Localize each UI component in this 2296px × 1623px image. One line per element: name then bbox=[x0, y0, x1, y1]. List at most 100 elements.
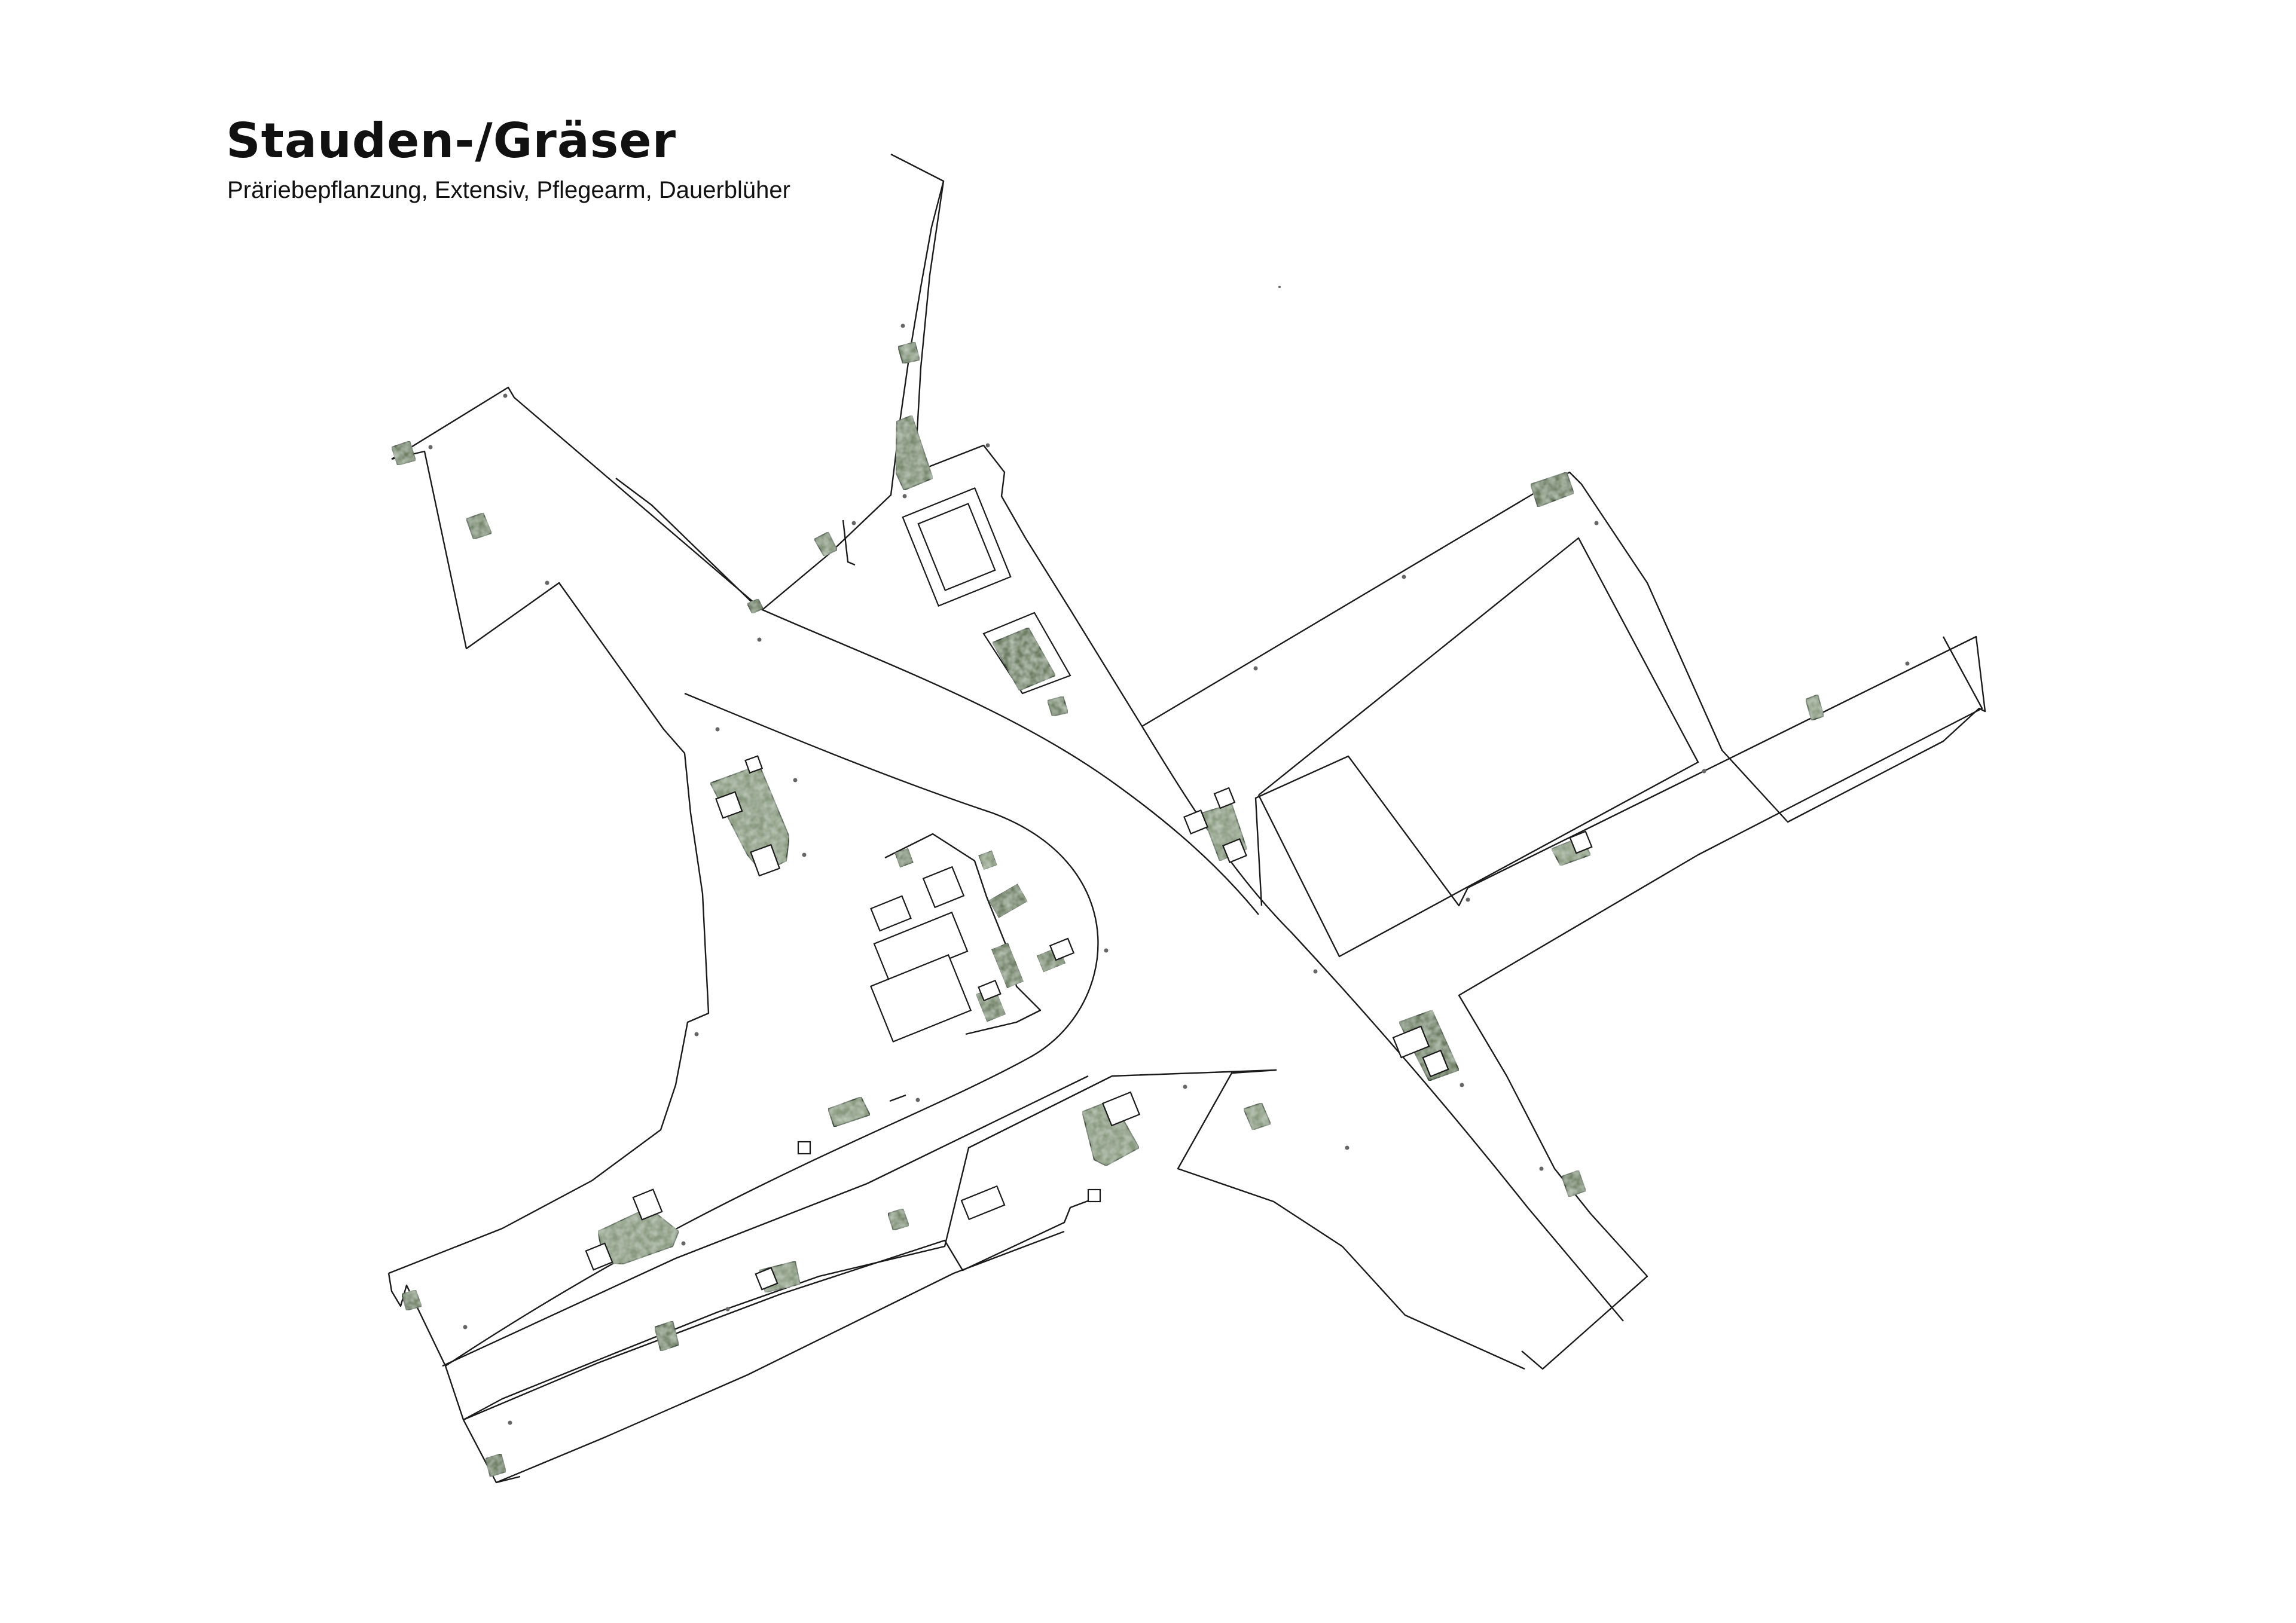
survey-point bbox=[503, 393, 508, 398]
survey-point bbox=[900, 323, 905, 328]
survey-point bbox=[715, 727, 720, 732]
west-building-annex-3 bbox=[744, 755, 764, 774]
north-features bbox=[746, 341, 1071, 717]
east-arm-outline bbox=[1458, 636, 1983, 1370]
south-road-south-edge bbox=[463, 1069, 1277, 1421]
survey-point bbox=[902, 494, 907, 499]
planting-central-2 bbox=[977, 849, 999, 871]
planting-central-3 bbox=[987, 882, 1029, 919]
planting-north-lane-1 bbox=[897, 341, 921, 365]
south-box-small-2 bbox=[1087, 1188, 1101, 1203]
northeast-arm-outline bbox=[1141, 471, 1986, 907]
west-building-annex-1 bbox=[750, 843, 781, 877]
east-features bbox=[1183, 471, 1825, 1198]
north-courtyard-inner bbox=[917, 503, 996, 591]
planting-nw-corner bbox=[390, 440, 417, 466]
southwest-bottom-edge bbox=[496, 1230, 1065, 1484]
planting-south-4 bbox=[887, 1208, 910, 1231]
south-annex-2 bbox=[632, 1188, 663, 1221]
survey-point bbox=[428, 445, 433, 450]
north-lane-outline-east bbox=[914, 181, 1143, 727]
survey-point bbox=[1465, 897, 1470, 902]
survey-point bbox=[1345, 1145, 1349, 1150]
central-road-inner-edge bbox=[1141, 726, 1624, 1322]
planting-east-4 bbox=[1561, 1169, 1587, 1198]
survey-point bbox=[725, 1307, 730, 1312]
junction-annex-2 bbox=[1213, 787, 1236, 809]
central-road-south-curve bbox=[445, 692, 1099, 1367]
survey-point bbox=[1183, 1084, 1187, 1089]
survey-point bbox=[793, 778, 798, 783]
map-title: Stauden-/Gräser bbox=[226, 113, 677, 169]
survey-point bbox=[681, 1241, 686, 1246]
street-outlines bbox=[387, 153, 1986, 1484]
planting-north-triangle bbox=[894, 414, 934, 491]
east-annex-1 bbox=[1569, 830, 1593, 854]
survey-point bbox=[508, 1420, 512, 1425]
survey-point bbox=[1539, 1166, 1544, 1171]
central-annex-2 bbox=[978, 979, 1002, 1002]
north-lane-outline bbox=[615, 153, 945, 611]
planting-south-2 bbox=[1242, 1102, 1272, 1131]
central-block-features bbox=[869, 833, 1075, 1043]
survey-point bbox=[1402, 574, 1406, 579]
northwest-features bbox=[390, 440, 493, 540]
southwest-lower-edge bbox=[463, 1197, 1095, 1421]
survey-point bbox=[1253, 666, 1258, 671]
south-annex-1 bbox=[1101, 1091, 1141, 1127]
planting-central-4 bbox=[990, 942, 1025, 989]
south-annex-3 bbox=[585, 1242, 613, 1271]
planting-south-7 bbox=[654, 1320, 680, 1352]
map-subtitle: Präriebepflanzung, Extensiv, Pflegearm, … bbox=[227, 177, 790, 203]
central-building-2 bbox=[869, 953, 972, 1043]
south-features bbox=[401, 1091, 1272, 1478]
survey-point bbox=[1702, 769, 1706, 774]
survey-point bbox=[463, 1325, 468, 1329]
south-annex-4 bbox=[755, 1267, 778, 1291]
south-bench bbox=[889, 1094, 906, 1102]
east-annex-3 bbox=[1422, 1049, 1449, 1078]
junction-annex-3 bbox=[1222, 838, 1247, 863]
survey-point bbox=[1278, 286, 1281, 288]
south-road-east-edge bbox=[1177, 1069, 1525, 1370]
survey-point bbox=[1460, 1083, 1464, 1087]
survey-point bbox=[1104, 948, 1109, 953]
planting-sw-bottom bbox=[484, 1453, 507, 1478]
planting-sw-edge bbox=[401, 1289, 423, 1312]
junction-annex-1 bbox=[1183, 809, 1208, 835]
northwest-parcel-outline bbox=[388, 450, 710, 1274]
survey-point bbox=[757, 637, 762, 642]
planting-east-2 bbox=[1805, 693, 1825, 722]
survey-points bbox=[428, 286, 1910, 1425]
south-building-1 bbox=[960, 1185, 1006, 1221]
west-building-annex-2 bbox=[715, 791, 743, 819]
planting-lane-west-small bbox=[746, 598, 764, 615]
survey-point bbox=[985, 443, 990, 448]
northeast-block-outline bbox=[1257, 537, 1699, 958]
central-road-north-edge bbox=[762, 609, 1259, 915]
planting-north-small-3 bbox=[1046, 695, 1069, 717]
survey-point bbox=[1594, 521, 1599, 525]
survey-point bbox=[802, 852, 807, 857]
central-building-4 bbox=[870, 895, 912, 932]
west-block-features bbox=[709, 755, 790, 877]
planting-south-3 bbox=[827, 1096, 871, 1128]
planting-lane-west bbox=[813, 531, 838, 557]
survey-point bbox=[1905, 661, 1910, 666]
north-lane-fence bbox=[842, 519, 856, 566]
survey-point bbox=[851, 521, 856, 525]
central-building-3 bbox=[922, 866, 965, 909]
planting-central-1 bbox=[893, 847, 915, 869]
survey-point bbox=[915, 1098, 920, 1102]
northwest-arm-outline bbox=[391, 386, 763, 610]
survey-point bbox=[694, 1032, 699, 1037]
south-box-small bbox=[797, 1141, 811, 1155]
planting-north-building-2 bbox=[991, 626, 1057, 692]
survey-point bbox=[1313, 969, 1318, 974]
southwest-arm-inner bbox=[442, 1075, 1089, 1367]
central-annex-1 bbox=[1049, 937, 1075, 961]
east-annex-2 bbox=[1392, 1025, 1430, 1059]
planting-west-building bbox=[709, 764, 790, 874]
